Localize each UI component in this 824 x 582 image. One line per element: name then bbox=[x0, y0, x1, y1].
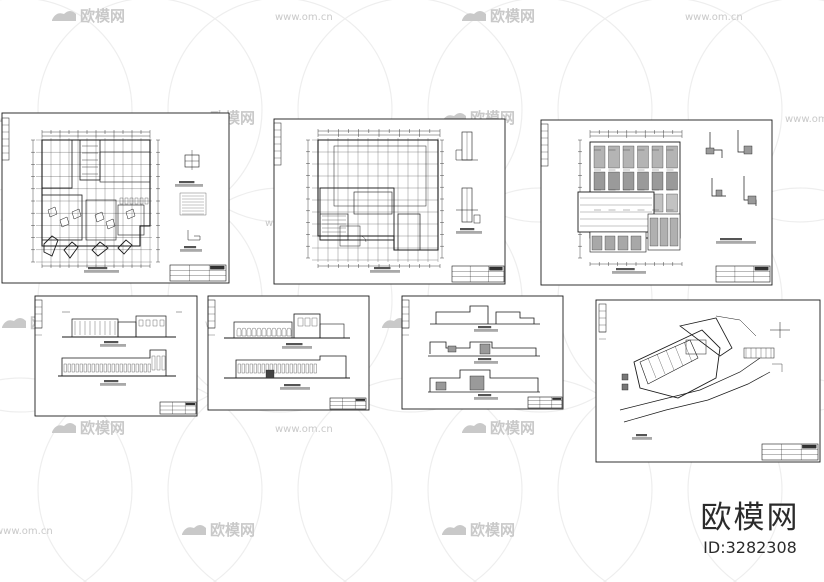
floor-plan bbox=[306, 129, 444, 268]
title-block bbox=[329, 397, 367, 410]
drawing-caption bbox=[100, 341, 126, 347]
door-swing bbox=[359, 235, 367, 243]
sheet-side-strip bbox=[1, 117, 10, 161]
watermark-logo: 欧模网 bbox=[442, 521, 515, 539]
drawing-caption bbox=[632, 434, 652, 440]
title-block bbox=[715, 265, 771, 283]
detail-drawings bbox=[705, 130, 757, 244]
detail-drawings bbox=[455, 131, 482, 234]
watermark-logo: 欧模网 bbox=[462, 7, 535, 25]
drawing-caption bbox=[282, 343, 312, 349]
watermark-logo-text: 欧模网 bbox=[80, 419, 125, 437]
sheet-side-strip bbox=[273, 122, 282, 166]
watermark-logo-text: 欧模网 bbox=[80, 7, 125, 25]
sheet-sections bbox=[401, 295, 564, 410]
sheet-second-floor-plan bbox=[273, 118, 506, 285]
watermark-site-text: www.om.cn bbox=[275, 12, 333, 23]
floor-plan bbox=[31, 130, 160, 268]
brand-id: ID:3282308 bbox=[703, 538, 797, 557]
watermark-logo-text: 欧模网 bbox=[470, 521, 515, 539]
drawing-caption bbox=[370, 267, 400, 273]
sheet-side-strip bbox=[540, 123, 549, 167]
drawing-caption bbox=[100, 380, 126, 386]
cloud-icon bbox=[52, 11, 76, 21]
brand-block: 欧模网 ID:3282308 bbox=[690, 500, 810, 558]
sheet-side-strip bbox=[401, 299, 410, 336]
watermark-ring bbox=[427, 0, 653, 223]
watermark-ring bbox=[687, 0, 824, 223]
elevation-drawings bbox=[58, 311, 182, 386]
roof-plan bbox=[577, 130, 683, 266]
drawing-caption bbox=[84, 267, 119, 273]
sheet-elevations-b bbox=[207, 295, 370, 411]
drawing-caption bbox=[474, 326, 498, 332]
watermark-site-text: www.om.cn bbox=[0, 526, 53, 537]
sheet-first-floor-plan bbox=[1, 112, 230, 284]
cloud-icon bbox=[462, 11, 486, 21]
drawing-caption bbox=[716, 238, 756, 244]
sheet-side-strip bbox=[34, 299, 43, 336]
drawing-caption bbox=[612, 268, 646, 274]
drawing-caption bbox=[474, 394, 498, 400]
cloud-icon bbox=[462, 423, 486, 433]
watermark-logo: 欧模网 bbox=[52, 419, 125, 437]
drawing-caption bbox=[474, 358, 498, 364]
watermark-ring bbox=[0, 377, 133, 582]
brand-name: 欧模网 bbox=[700, 500, 800, 536]
watermark-site-text: www.om.cn bbox=[785, 114, 824, 125]
watermark-logo-text: 欧模网 bbox=[490, 7, 535, 25]
sheet-roof-plan bbox=[540, 119, 773, 286]
cloud-icon bbox=[2, 318, 26, 328]
watermark-logo: 欧模网 bbox=[462, 419, 535, 437]
sheet-elevations-a bbox=[34, 295, 198, 417]
sheet-site-plan bbox=[595, 299, 821, 463]
title-block bbox=[159, 401, 197, 415]
cloud-icon bbox=[52, 423, 76, 433]
watermark-logo-text: 欧模网 bbox=[210, 521, 255, 539]
title-block bbox=[169, 264, 227, 282]
cloud-icon bbox=[442, 525, 466, 535]
drawing-caption bbox=[175, 181, 203, 187]
drawing-caption bbox=[456, 228, 482, 234]
sheet-side-strip bbox=[207, 299, 216, 336]
watermark-logo-text: 欧模网 bbox=[490, 419, 535, 437]
drawing-caption bbox=[180, 246, 202, 252]
title-block bbox=[527, 396, 563, 409]
site-plan bbox=[619, 315, 790, 440]
section-drawings bbox=[428, 305, 540, 400]
watermark-site-text: www.om.cn bbox=[685, 12, 743, 23]
watermark-logo: 欧模网 bbox=[52, 7, 125, 25]
detail-drawings bbox=[175, 150, 207, 252]
sheet-side-strip bbox=[598, 303, 607, 340]
title-block bbox=[761, 443, 819, 461]
cloud-icon bbox=[182, 525, 206, 535]
watermark-logo: 欧模网 bbox=[182, 521, 255, 539]
watermark-site-text: www.om.cn bbox=[275, 424, 333, 435]
title-block bbox=[451, 265, 505, 283]
drawing-caption bbox=[280, 384, 310, 390]
cloud-icon bbox=[382, 318, 406, 328]
